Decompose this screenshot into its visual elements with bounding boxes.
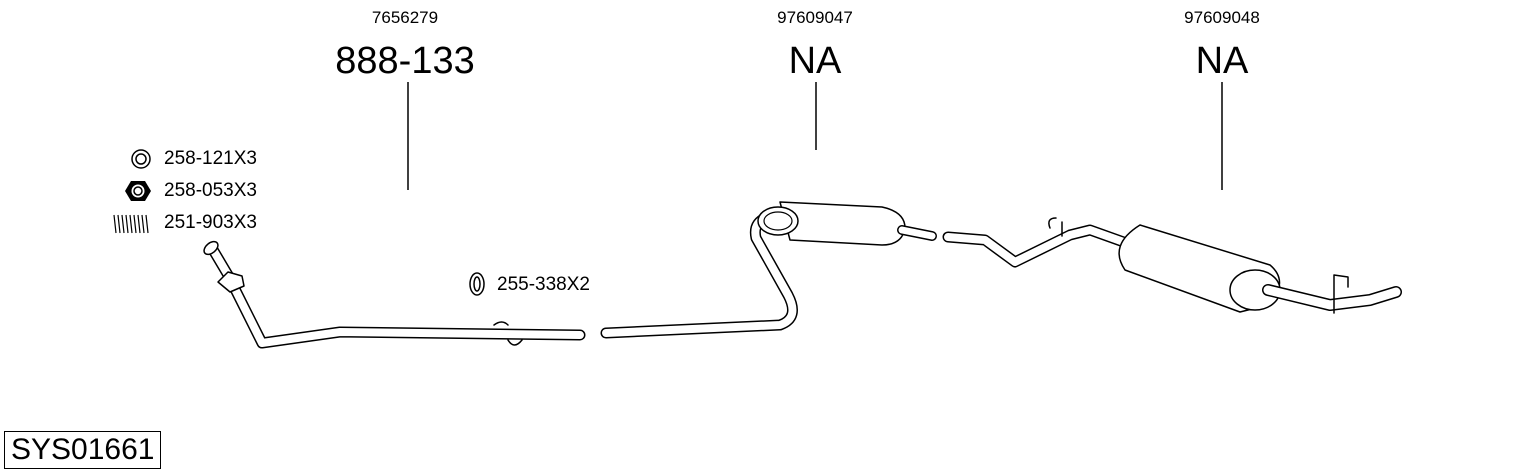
hex-nut-icon <box>125 181 151 201</box>
ring-washer-icon <box>131 149 151 169</box>
system-id-label: SYS01661 <box>4 431 162 469</box>
rear-silencer <box>942 217 1402 314</box>
accessory-label-3: 251-903X3 <box>164 212 257 233</box>
part-code-2: NA <box>788 40 842 82</box>
accessory-label-4: 255-338X2 <box>497 274 590 295</box>
rubber-hanger-icon <box>469 272 485 296</box>
middle-silencer <box>600 201 937 339</box>
part-number-1: 7656279 <box>371 8 439 27</box>
accessory-label-1: 258-121X3 <box>164 148 257 169</box>
accessory-label-2: 258-053X3 <box>164 180 257 201</box>
part-number-3: 97609048 <box>1184 8 1260 27</box>
spring-icon <box>113 214 149 234</box>
front-pipe <box>203 240 586 349</box>
part-code-3: NA <box>1195 40 1249 82</box>
part-code-1: 888-133 <box>335 40 475 82</box>
part-number-2: 97609047 <box>777 8 853 27</box>
